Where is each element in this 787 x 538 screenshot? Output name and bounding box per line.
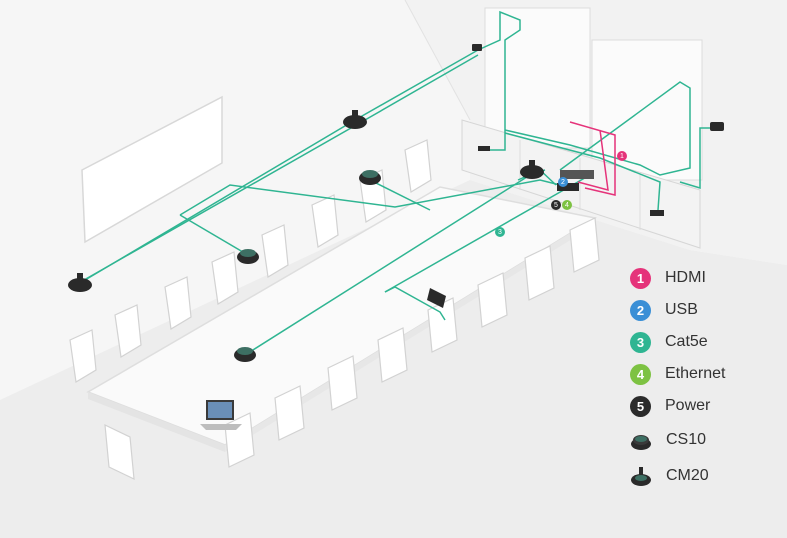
svg-text:5: 5 <box>554 202 558 209</box>
whiteboard <box>81 95 223 244</box>
legend-item-cat5e: 3 Cat5e <box>630 326 780 358</box>
scene-marker-hdmi: 1 <box>617 151 627 161</box>
laptop-icon <box>200 400 242 430</box>
scene-marker-cat5e: 3 <box>495 227 505 237</box>
legend-item-cm20: CM20 <box>630 458 780 494</box>
legend-label-ethernet: Ethernet <box>665 365 726 382</box>
legend-item-usb: 2 USB <box>630 294 780 326</box>
svg-text:1: 1 <box>620 153 624 160</box>
left-display <box>484 7 591 149</box>
cs10-table-speakers <box>234 170 381 362</box>
legend-label-cs10: CS10 <box>666 431 707 448</box>
svg-text:2: 2 <box>561 179 565 186</box>
hdmi-number-badge: 1 <box>630 267 651 289</box>
svg-text:3: 3 <box>498 229 502 236</box>
legend-label-usb: USB <box>665 301 698 318</box>
cm20-ceiling-microphones <box>68 110 544 292</box>
legend: 1 HDMI 2 USB 3 Cat5e 4 Ethernet 5 Power … <box>630 262 780 494</box>
hdmi-cables <box>569 121 616 196</box>
legend-item-cs10: CS10 <box>630 422 780 458</box>
usb-number-badge: 2 <box>630 299 651 321</box>
legend-label-cm20: CM20 <box>666 467 709 484</box>
scene-marker-ethernet: 4 <box>562 200 572 210</box>
svg-text:4: 4 <box>565 202 569 209</box>
legend-item-hdmi: 1 HDMI <box>630 262 780 294</box>
av-devices <box>427 44 724 308</box>
cat5e-number-badge: 3 <box>630 331 651 353</box>
cm20-microphone-icon <box>631 467 651 486</box>
right-display <box>591 39 703 181</box>
legend-item-power: 5 Power <box>630 390 780 422</box>
ethernet-number-badge: 4 <box>630 363 651 385</box>
legend-item-ethernet: 4 Ethernet <box>630 358 780 390</box>
scene-marker-power: 5 <box>551 200 561 210</box>
cs10-speaker-icon <box>631 435 651 450</box>
chairs-left-row <box>69 139 432 383</box>
power-number-badge: 5 <box>630 395 651 417</box>
legend-label-hdmi: HDMI <box>665 269 706 286</box>
legend-label-power: Power <box>665 397 711 414</box>
legend-label-cat5e: Cat5e <box>665 333 708 350</box>
table-edge <box>88 392 225 452</box>
scene-marker-usb: 2 <box>558 177 568 187</box>
